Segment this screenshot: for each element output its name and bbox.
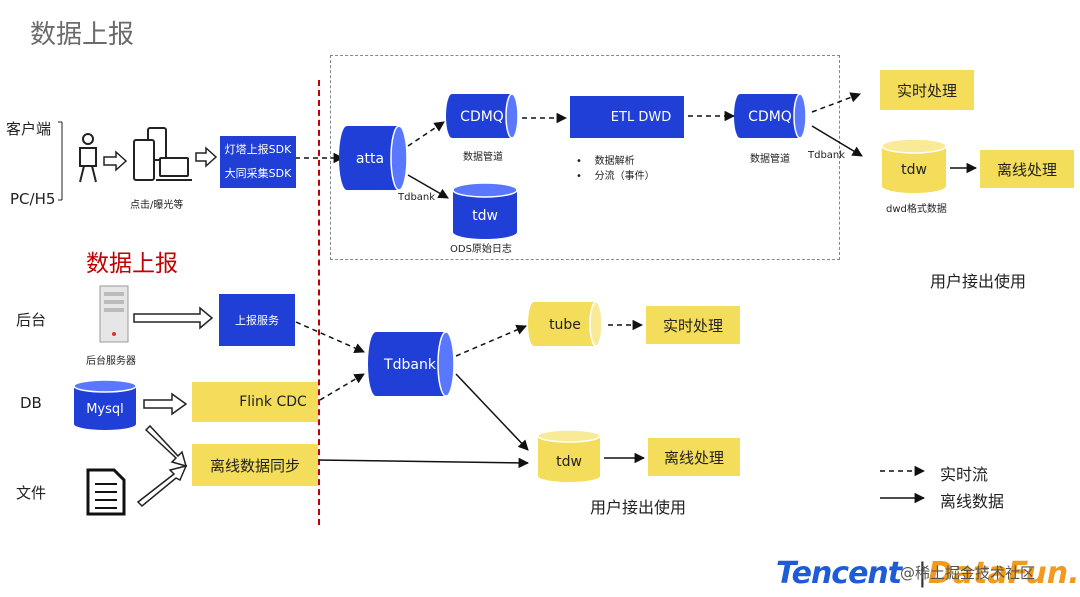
hollow-arrow-mysql-flink: [143, 392, 188, 416]
arrow-cdmq2-realtime: [811, 92, 861, 113]
source-client-label: 客户端: [6, 120, 52, 138]
realtime-box-upper: 实时处理: [880, 70, 974, 110]
hollow-arrow-db-offline: [144, 424, 188, 468]
page-title: 数据上报: [30, 20, 135, 50]
server-icon: [99, 285, 129, 343]
client-bracket: [58, 121, 63, 201]
tencent-logo: Tencent: [776, 556, 902, 591]
devices-icon: [133, 127, 192, 181]
etl-bullet-1: • 数据解析: [576, 156, 635, 167]
tdw-ods-caption: ODS原始日志: [450, 244, 512, 255]
arrow-offline-sync-tdw: [315, 457, 530, 469]
cdmq2-caption: 数据管道: [750, 154, 790, 165]
tdbank-label: Tdbank: [383, 357, 437, 373]
tdbank-caption-upper-2: Tdbank: [808, 150, 846, 161]
tdw-lower-label: tdw: [556, 454, 582, 470]
document-icon: [86, 468, 126, 516]
cdmq2-cylinder: CDMQ: [734, 93, 807, 139]
cdmq1-cylinder: CDMQ: [446, 93, 519, 139]
source-backend-label: 后台: [16, 311, 47, 329]
arrow-tdbank-tube: [455, 324, 527, 357]
tdbank-cylinder: Tdbank: [368, 331, 455, 397]
flink-cdc-label: Flink CDC: [239, 394, 307, 410]
etl-bullet-2: • 分流（事件）: [576, 171, 655, 182]
mysql-label: Mysql: [86, 402, 124, 417]
tdbank-caption-upper: Tdbank: [398, 192, 436, 203]
person-icon: [79, 133, 97, 183]
tdw-ods-label: tdw: [472, 208, 498, 224]
source-db-label: DB: [20, 394, 42, 412]
divider-line: [318, 80, 320, 525]
source-file-label: 文件: [16, 484, 47, 502]
etl-bullets: • 数据解析 • 分流（事件）: [576, 154, 655, 184]
cdmq1-label: CDMQ: [460, 109, 504, 125]
section-red-title: 数据上报: [86, 251, 178, 277]
tdw-dwd-label: tdw: [901, 162, 927, 178]
arrow-cdmq2-tdw-dwd: [811, 125, 863, 157]
atta-cylinder: atta: [339, 125, 408, 191]
tdw-dwd-caption: dwd格式数据: [886, 204, 947, 215]
tdw-lower-cylinder: tdw: [537, 429, 601, 482]
offline-sync-box: 离线数据同步: [192, 444, 318, 486]
cdmq1-caption: 数据管道: [463, 152, 503, 163]
watermark-text: @稀土掘金技术社区: [900, 564, 1036, 582]
offline-box-upper: 离线处理: [980, 150, 1074, 188]
legend-realtime-label: 实时流: [940, 465, 989, 484]
datafun-logo: DataFun.: [928, 556, 1080, 591]
arrow-tdbank-tdw: [455, 373, 529, 451]
sdk-line-1: 灯塔上报SDK: [224, 143, 292, 156]
source-pc-h5-label: PC/H5: [10, 190, 56, 208]
offline-box-lower: 离线处理: [648, 438, 740, 476]
tube-label: tube: [549, 317, 581, 333]
hollow-arrow-devices-sdk: [195, 146, 218, 168]
server-caption: 后台服务器: [86, 356, 136, 367]
sdk-line-2: 大同采集SDK: [224, 167, 292, 180]
etl-dwd-box: ETL DWD: [570, 96, 684, 138]
tube-cylinder: tube: [528, 301, 603, 347]
device-caption: 点击/曝光等: [130, 200, 184, 211]
user-usage-lower: 用户接出使用: [590, 498, 687, 517]
mysql-cylinder: Mysql: [73, 379, 137, 430]
logo-separator: |: [918, 558, 927, 588]
arrow-flink-tdbank: [319, 373, 365, 401]
arrow-service-tdbank: [295, 321, 365, 353]
user-usage-upper: 用户接出使用: [930, 272, 1027, 291]
arrow-atta-tdw-ods: [407, 174, 449, 199]
tdw-ods-cylinder: tdw: [452, 182, 518, 239]
upper-pipeline-frame: [330, 55, 840, 260]
sdk-box: 灯塔上报SDK 大同采集SDK: [220, 136, 296, 188]
legend-offline-label: 离线数据: [940, 492, 1005, 511]
cdmq2-label: CDMQ: [748, 109, 792, 125]
tdw-dwd-cylinder: tdw: [881, 138, 947, 193]
hollow-arrow-person-devices: [103, 150, 128, 172]
realtime-box-lower: 实时处理: [646, 306, 740, 344]
arrow-atta-cdmq1: [407, 121, 445, 147]
hollow-arrow-server-service: [133, 306, 214, 330]
hollow-arrow-file-offline: [136, 464, 188, 508]
etl-dwd-label: ETL DWD: [610, 109, 672, 125]
report-service-box: 上报服务: [219, 294, 295, 346]
flink-cdc-box: Flink CDC: [192, 382, 318, 422]
atta-label: atta: [356, 151, 384, 167]
